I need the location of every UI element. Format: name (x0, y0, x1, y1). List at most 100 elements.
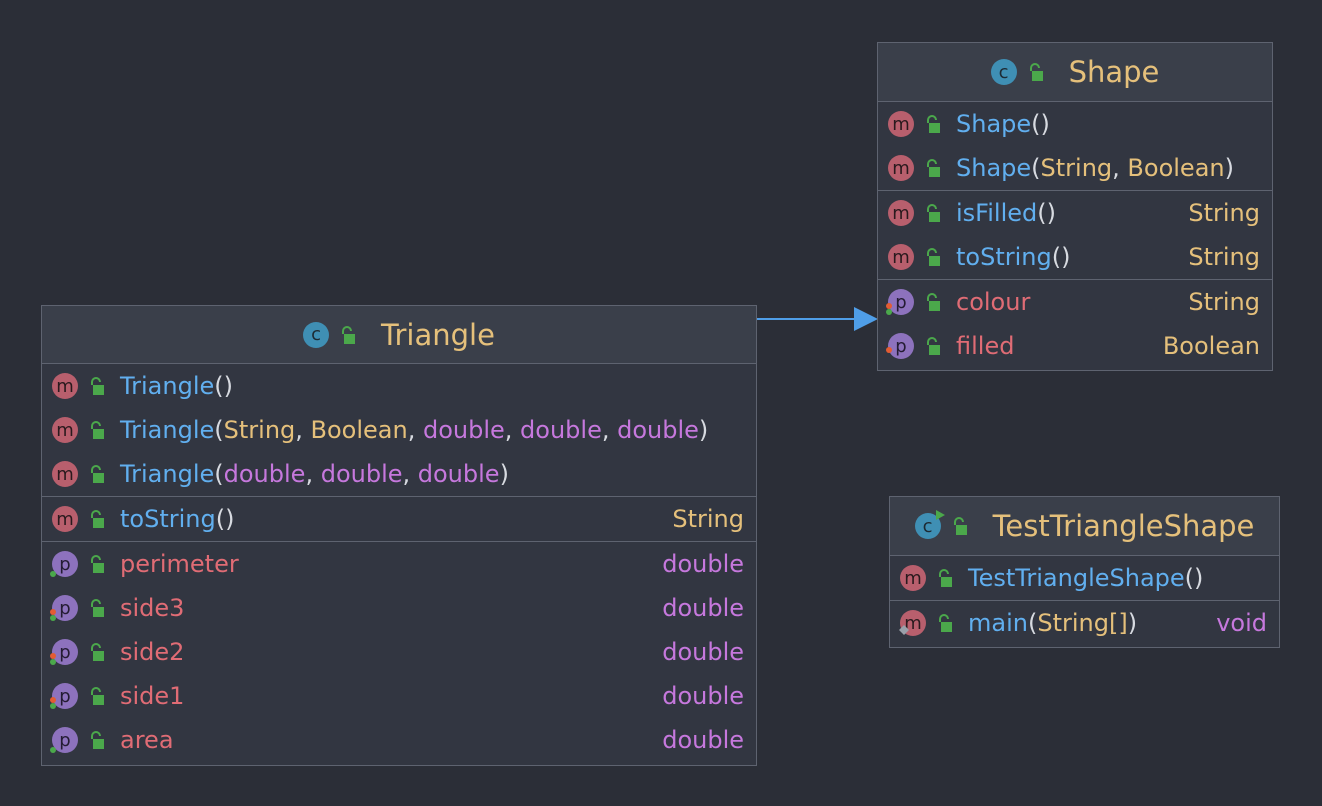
constructor-row[interactable]: m Shape(String, Boolean) (878, 146, 1272, 190)
comma: , (601, 416, 618, 444)
member-signature: Shape(String, Boolean) (956, 154, 1234, 182)
param-type: double (520, 416, 602, 444)
method-icon: m (888, 244, 914, 270)
field-type: double (662, 550, 744, 578)
lock-icon (927, 159, 940, 177)
method-name: isFilled (956, 199, 1038, 227)
member-signature: toString() (120, 505, 234, 533)
paren-close: ) (1194, 564, 1204, 592)
member-signature: Triangle(double, double, double) (120, 460, 509, 488)
paren-close: ) (223, 372, 234, 400)
static-marker-icon (899, 625, 909, 635)
paren-open: ( (1051, 243, 1062, 271)
field-type: double (662, 638, 744, 666)
member-signature: main(String[]) (968, 609, 1137, 637)
field-name: side3 (120, 594, 185, 622)
paren-open: ( (214, 416, 224, 444)
paren-close: ) (1040, 110, 1050, 138)
param-type: Boolean (1127, 154, 1225, 182)
class-name: Triangle (381, 317, 495, 352)
run-triangle-icon (935, 510, 945, 520)
red-dot-icon (50, 697, 56, 703)
lock-icon (939, 569, 952, 587)
param-type: double (417, 460, 500, 488)
field-type: double (662, 594, 744, 622)
method-icon: m (52, 461, 78, 487)
method-name: main (968, 609, 1028, 637)
param-type: String[] (1037, 609, 1128, 637)
lock-icon (91, 377, 104, 395)
lock-icon (91, 731, 104, 749)
property-icon: p (50, 595, 78, 621)
paren-open: ( (1037, 199, 1047, 227)
green-dot-icon (50, 571, 56, 577)
lock-icon (91, 643, 104, 661)
class-name: Shape (1068, 55, 1160, 89)
lock-icon (927, 248, 940, 266)
member-signature: isFilled() (956, 199, 1056, 227)
lock-icon (91, 465, 104, 483)
paren-close: ) (225, 505, 235, 533)
field-name: side2 (120, 638, 185, 666)
lock-icon (927, 115, 940, 133)
property-icon: p (50, 683, 78, 709)
member-signature: side3 (120, 594, 184, 622)
field-type: double (662, 726, 744, 754)
class-header-shape[interactable]: c Shape (878, 43, 1272, 102)
lock-icon (91, 510, 104, 528)
paren-close: ) (1046, 199, 1056, 227)
class-header-triangle[interactable]: c Triangle (42, 306, 756, 364)
paren-open: ( (1184, 564, 1195, 592)
field-row[interactable]: p side3 double (42, 586, 756, 630)
class-icon: c (303, 321, 330, 348)
member-signature: area (120, 726, 174, 754)
red-dot-icon (50, 609, 56, 615)
lock-icon (91, 555, 104, 573)
method-name: toString (956, 243, 1052, 271)
constructor-name: Triangle (120, 460, 215, 488)
green-dot-icon (50, 659, 56, 665)
field-row[interactable]: p area double (42, 718, 756, 762)
param-type: String (223, 416, 296, 444)
constructor-row[interactable]: m Triangle(double, double, double) (42, 452, 756, 496)
member-signature: side2 (120, 638, 184, 666)
comma: , (305, 460, 321, 488)
field-name: area (120, 726, 174, 754)
lock-icon (953, 517, 967, 535)
class-header-testtriangleshape[interactable]: c TestTriangleShape (890, 497, 1279, 556)
red-dot-icon (886, 347, 892, 353)
paren-open: ( (215, 505, 226, 533)
member-signature: toString() (956, 243, 1070, 271)
comma: , (504, 416, 521, 444)
comma: , (402, 460, 418, 488)
property-icon: p (50, 727, 78, 753)
paren-open: ( (1031, 110, 1041, 138)
lock-icon (927, 337, 940, 355)
lock-icon (927, 204, 940, 222)
paren-open: ( (214, 372, 224, 400)
method-icon: m (888, 155, 914, 181)
member-signature: filled (956, 332, 1014, 360)
